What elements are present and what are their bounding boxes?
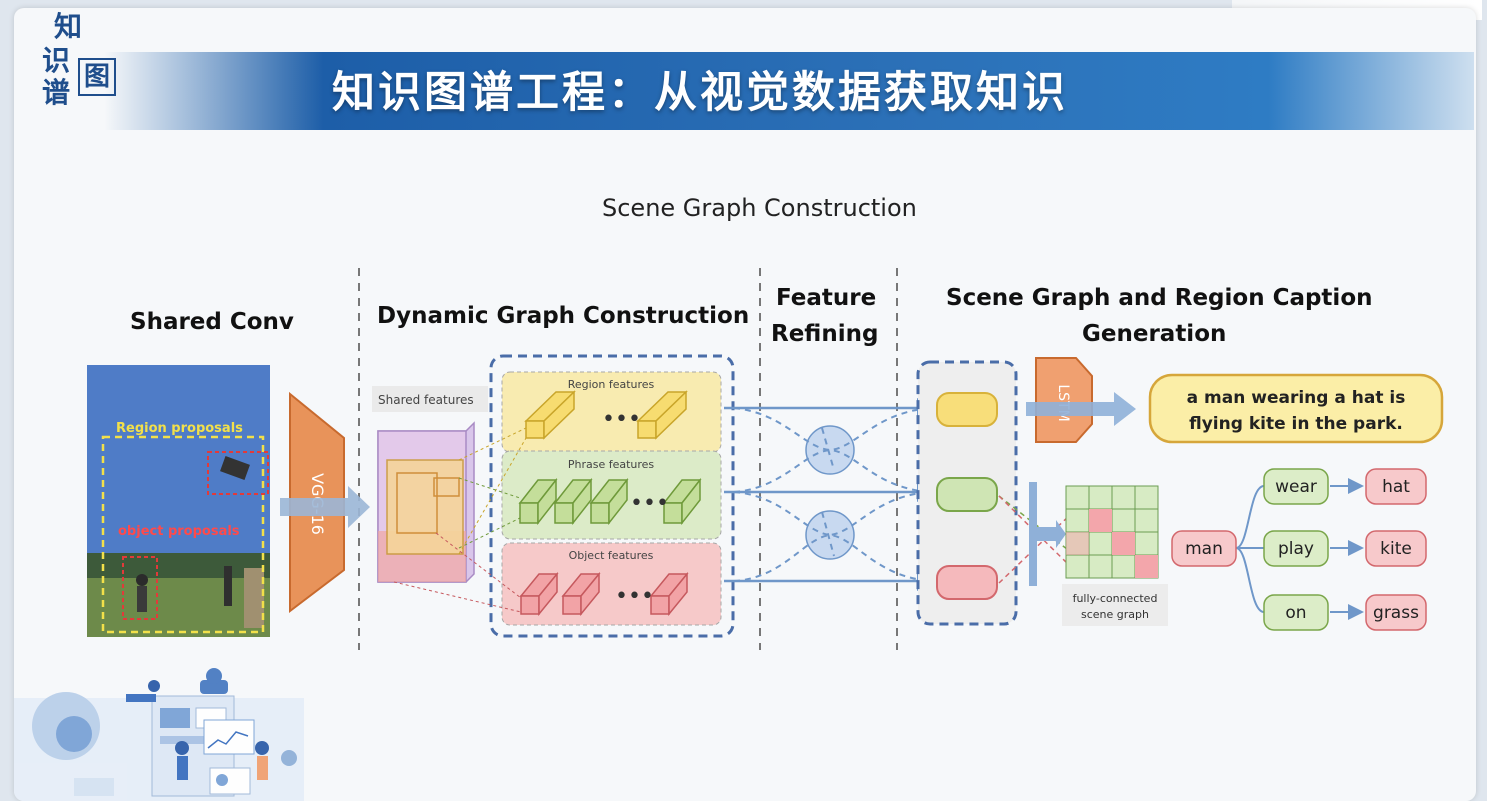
sg-object-node-grass [1365, 594, 1427, 631]
object-ellipsis: ••• [615, 584, 654, 609]
sg-object-node-kite [1365, 530, 1427, 567]
fc-caption-2: scene graph [1081, 608, 1149, 621]
logo: 知 识 谱 图 [40, 12, 120, 112]
sg-relation-label-on: on [1285, 603, 1306, 623]
sg-relation-node-wear [1263, 468, 1329, 505]
section-scene-graph-1: Scene Graph and Region Caption [946, 285, 1373, 311]
logo-char-3: 谱 [42, 76, 71, 109]
refine-node-1 [805, 425, 855, 475]
refined-object-node [936, 565, 998, 600]
region-features-label: Region features [568, 378, 655, 391]
decorative-illustration [14, 668, 304, 801]
page-title: 知识图谱工程：从视觉数据获取知识 [332, 68, 1068, 118]
fc-caption-1: fully-connected [1073, 592, 1158, 605]
sg-relation-label-play: play [1278, 539, 1314, 559]
section-dynamic-graph: Dynamic Graph Construction [377, 303, 750, 329]
diagram-title: Scene Graph Construction [602, 194, 917, 222]
section-shared-conv: Shared Conv [130, 309, 294, 335]
bracket-bar [1029, 482, 1037, 586]
section-feature-refining-2: Refining [771, 321, 879, 347]
lstm-block [1035, 357, 1093, 443]
refined-phrase-node [936, 477, 998, 512]
sg-object-label-grass: grass [1373, 603, 1419, 623]
title-banner [104, 52, 1474, 130]
sg-subject-label: man [1185, 539, 1223, 559]
refined-region-node [936, 392, 998, 427]
phrase-features-label: Phrase features [568, 458, 655, 471]
shared-features-tag [372, 386, 488, 412]
sg-relation-node-on [1263, 594, 1329, 631]
lstm-arrow-icon [1026, 392, 1136, 426]
caption-line-1: a man wearing a hat is [1187, 388, 1406, 408]
object-features-label: Object features [569, 549, 654, 562]
sg-subject-node [1171, 530, 1237, 567]
region-ellipsis: ••• [602, 407, 641, 432]
vgg-arrow-icon [280, 486, 370, 528]
shared-features-label: Shared features [378, 393, 474, 407]
fc-matrix [1065, 485, 1159, 579]
phrase-ellipsis: ••• [630, 491, 669, 516]
section-feature-refining-1: Feature [776, 285, 877, 311]
sg-object-node-hat [1365, 468, 1427, 505]
slide: 知 识 谱 图 知识图谱工程：从视觉数据获取知识 Scene Graph Con… [14, 8, 1476, 801]
section-scene-graph-2: Generation [1082, 321, 1227, 347]
sg-object-label-kite: kite [1380, 539, 1412, 559]
refine-node-2 [805, 510, 855, 560]
sg-object-label-hat: hat [1382, 477, 1410, 497]
feature-container [489, 354, 735, 638]
region-proposals-label: Region proposals [116, 421, 243, 436]
caption-box [1148, 373, 1444, 444]
region-proposal-box [101, 435, 265, 634]
caption-line-2: flying kite in the park. [1189, 414, 1403, 434]
logo-char-1: 知 [54, 10, 83, 43]
input-photo: Region proposals object proposals [87, 365, 270, 637]
fc-caption-box [1062, 584, 1168, 626]
sg-relation-label-wear: wear [1275, 477, 1317, 497]
logo-char-2: 识 [42, 44, 71, 77]
diagram-canvas: Region proposals object proposals VGG-16… [14, 268, 1444, 801]
sg-relation-node-play [1263, 530, 1329, 567]
object-proposals-label: object proposals [118, 524, 240, 539]
logo-char-4: 图 [78, 58, 116, 96]
